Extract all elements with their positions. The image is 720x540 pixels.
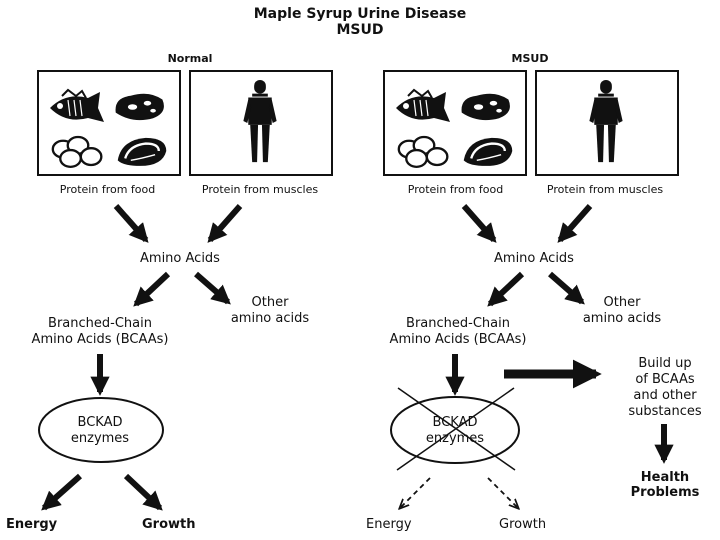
msud-other-label-1: Other — [603, 295, 641, 310]
arrow-dashed-to-energy — [400, 477, 431, 508]
buildup-label-3: and other — [633, 388, 697, 403]
msud-energy-label: Energy — [366, 517, 412, 532]
msud-amino-acids: Amino Acids — [494, 251, 574, 266]
meat-icon — [461, 93, 510, 121]
arrow-muscle-to-amino — [557, 204, 593, 243]
normal-other-label-2: amino acids — [230, 311, 310, 326]
arrow-enzyme-to-growth — [123, 473, 163, 511]
msud-enzyme-label-1: BCKAD — [432, 415, 478, 430]
meat-icon — [115, 93, 164, 121]
msud-bcaa-label-1: Branched-Chain — [406, 316, 510, 331]
arrow-food-to-amino — [461, 204, 497, 243]
msud-other-label-2: amino acids — [582, 311, 662, 326]
msud-food-label: Protein from food — [407, 183, 504, 196]
normal-header: Normal — [167, 52, 213, 65]
arrow-food-to-amino — [113, 204, 149, 243]
fish-icon — [395, 89, 451, 123]
normal-enzyme-label-1: BCKAD — [77, 415, 123, 430]
eggs-icon — [397, 135, 449, 169]
diagram-title: Maple Syrup Urine Disease — [253, 6, 467, 22]
person-icon — [243, 79, 277, 163]
arrow-amino-to-bcaa — [133, 271, 171, 307]
fish-icon — [49, 89, 105, 123]
normal-enzyme-label-2: enzymes — [70, 431, 130, 446]
normal-bcaa-label-1: Branched-Chain — [48, 316, 152, 331]
arrow-muscle-to-amino — [207, 204, 243, 243]
msud-bcaa-label-2: Amino Acids (BCAAs) — [389, 332, 527, 347]
health-problems-label-2: Problems — [630, 485, 700, 500]
normal-muscle-label: Protein from muscles — [201, 183, 319, 196]
person-icon — [589, 79, 623, 163]
arrow-amino-to-bcaa — [487, 271, 525, 307]
buildup-label-1: Build up — [638, 356, 692, 371]
arrow-amino-to-other — [548, 271, 585, 305]
normal-bcaa-label-2: Amino Acids (BCAAs) — [31, 332, 169, 347]
normal-other-label-1: Other — [251, 295, 289, 310]
health-problems-label-1: Health — [640, 470, 690, 485]
steak-icon — [462, 136, 514, 168]
normal-energy-label: Energy — [6, 517, 58, 532]
buildup-label-2: of BCAAs — [635, 372, 695, 387]
diagram-subtitle: MSUD — [336, 22, 384, 38]
msud-growth-label: Growth — [499, 517, 547, 532]
msud-enzyme-ellipse — [390, 396, 520, 464]
buildup-label-4: substances — [628, 404, 702, 419]
normal-food-label: Protein from food — [59, 183, 156, 196]
blocked-enzyme-cross — [396, 387, 516, 471]
steak-icon — [116, 136, 168, 168]
msud-muscle-label: Protein from muscles — [546, 183, 664, 196]
msud-enzyme-label-2: enzymes — [425, 431, 485, 446]
normal-growth-label: Growth — [142, 517, 196, 532]
normal-amino-acids: Amino Acids — [140, 251, 220, 266]
arrow-amino-to-other — [194, 271, 231, 305]
msud-header: MSUD — [511, 52, 549, 65]
normal-enzyme-ellipse — [38, 397, 164, 463]
arrow-enzyme-to-energy — [41, 473, 82, 511]
eggs-icon — [51, 135, 103, 169]
arrow-dashed-to-growth — [487, 477, 518, 508]
